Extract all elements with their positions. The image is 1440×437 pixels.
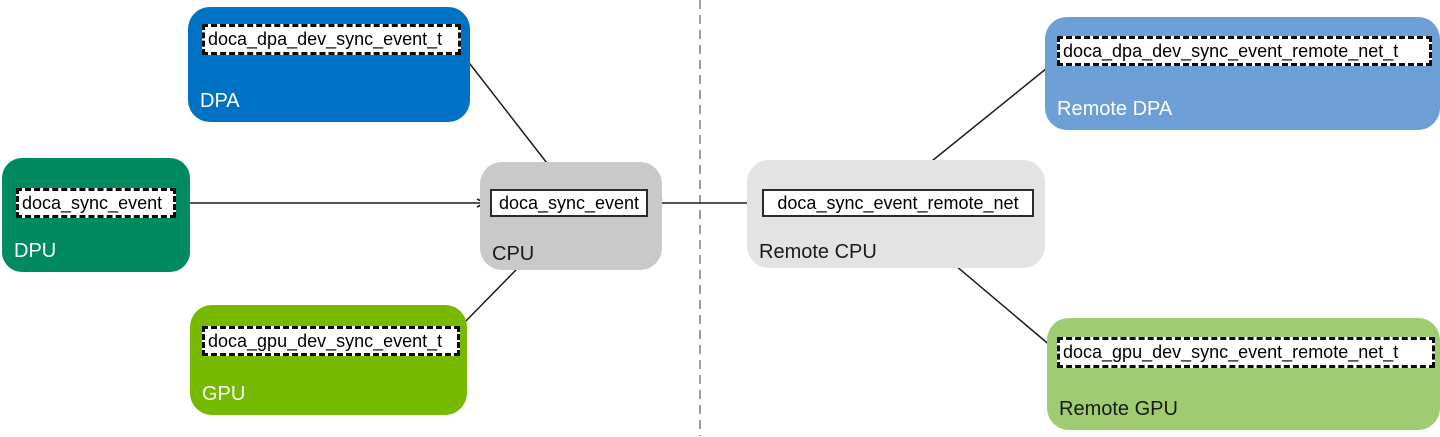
node-gpu: doca_gpu_dev_sync_event_t GPU (190, 305, 467, 415)
handle-doca-gpu-dev-sync-event-t: doca_gpu_dev_sync_event_t (202, 326, 460, 356)
node-label-remote-dpa: Remote DPA (1057, 98, 1173, 120)
node-label-dpu: DPU (14, 240, 57, 262)
handle-doca-sync-event-cpu: doca_sync_event (490, 189, 648, 217)
node-label-dpa: DPA (200, 90, 240, 112)
node-cpu: doca_sync_event CPU (480, 162, 662, 270)
node-label-remote-gpu: Remote GPU (1059, 398, 1178, 420)
node-remote-cpu: doca_sync_event_remote_net Remote CPU (747, 160, 1045, 268)
node-label-cpu: CPU (492, 243, 535, 265)
node-label-gpu: GPU (202, 383, 246, 405)
node-remote-gpu: doca_gpu_dev_sync_event_remote_net_t Rem… (1047, 318, 1440, 430)
node-dpa: doca_dpa_dev_sync_event_t DPA (188, 7, 470, 122)
node-remote-dpa: doca_dpa_dev_sync_event_remote_net_t Rem… (1045, 17, 1440, 130)
node-dpu: doca_sync_event DPU (2, 158, 190, 272)
handle-doca-sync-event-dpu: doca_sync_event (16, 188, 176, 218)
handle-doca-dpa-dev-sync-event-t: doca_dpa_dev_sync_event_t (202, 24, 461, 55)
handle-doca-sync-event-remote-net: doca_sync_event_remote_net (762, 189, 1034, 217)
handle-doca-dpa-dev-sync-event-remote-net-t: doca_dpa_dev_sync_event_remote_net_t (1057, 36, 1432, 66)
handle-doca-gpu-dev-sync-event-remote-net-t: doca_gpu_dev_sync_event_remote_net_t (1057, 337, 1435, 368)
node-label-remote-cpu: Remote CPU (759, 241, 877, 263)
